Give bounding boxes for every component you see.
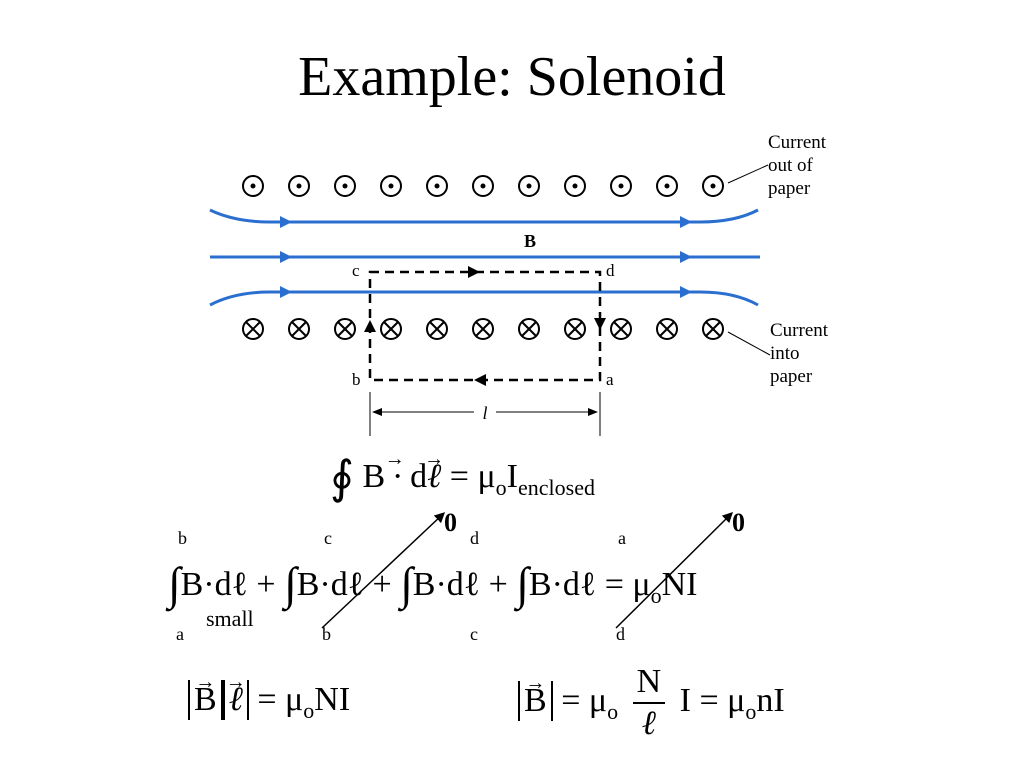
corner-label-c: c — [352, 261, 360, 280]
eq3-mu-subscript: o — [303, 698, 315, 723]
eq3-tail: NI — [314, 681, 351, 718]
integral-3-upper: d — [470, 528, 479, 548]
magnitude-equation: Bℓ = μoNI — [188, 680, 350, 723]
eq2-mu-subscript: o — [650, 583, 662, 608]
current-out-icon — [242, 175, 264, 197]
field-line-bottom — [209, 290, 759, 307]
eq4-mid: I = μ — [679, 681, 746, 719]
corner-label-d: d — [606, 261, 615, 280]
eq4-mu-subscript: o — [607, 698, 619, 724]
eq4-mu-subscript-2: o — [745, 698, 757, 724]
current-in-icon — [656, 318, 678, 340]
integral-4-body: B·dℓ — [528, 566, 597, 603]
segment-sum: ∫B·dℓ + ∫B·dℓ + ∫B·dℓ + ∫B·dℓ = μoNI — [168, 558, 698, 609]
integral-3-body: B·dℓ — [412, 566, 481, 603]
current-in-icon — [472, 318, 494, 340]
current-in-icon — [288, 318, 310, 340]
current-out-icon — [288, 175, 310, 197]
ampere-law-equation: ∮ B · dℓ = μoIenclosed — [330, 452, 595, 503]
integral-4-lower: d — [616, 624, 625, 644]
current-in-icon — [518, 318, 540, 340]
closed-integral-sign: ∮ — [330, 452, 354, 503]
abs-l: ℓ — [222, 680, 249, 720]
current-in-icon — [610, 318, 632, 340]
corner-label-b: b — [352, 370, 361, 389]
current-out-icon — [702, 175, 724, 197]
integral-sign: ∫ — [516, 558, 529, 609]
current-out-icon — [656, 175, 678, 197]
integral-2-body: B·dℓ — [296, 566, 364, 603]
current-out-icon — [380, 175, 402, 197]
current-in-icon — [564, 318, 586, 340]
current-in-icon — [426, 318, 448, 340]
label-current-out: Current out of paper — [768, 132, 831, 199]
zero-label-1: 0 — [444, 508, 457, 537]
current-in-icon — [702, 318, 724, 340]
current-out-icon — [518, 175, 540, 197]
integral-1-upper: b — [178, 528, 187, 548]
label-current-in: Current into paper — [770, 320, 833, 387]
current-out-row — [242, 175, 724, 197]
current-out-icon — [564, 175, 586, 197]
integral-sign: ∫ — [284, 558, 297, 609]
eq3-rhs: = μ — [257, 681, 304, 718]
zero-strike-arrow-1 — [321, 512, 446, 629]
current-in-icon — [380, 318, 402, 340]
length-label: l — [482, 403, 487, 423]
current-in-icon — [242, 318, 264, 340]
callout-line-out — [727, 164, 769, 184]
small-label: small — [206, 606, 254, 631]
current-out-icon — [334, 175, 356, 197]
vector-b: B · d — [362, 457, 427, 497]
eq2-rhs: = μ — [604, 566, 651, 603]
integral-1-lower: a — [176, 624, 184, 644]
slide-title: Example: Solenoid — [298, 46, 726, 108]
eq2-tail: NI — [661, 566, 698, 603]
corner-label-a: a — [606, 370, 614, 389]
zero-label-2: 0 — [732, 508, 745, 537]
plus-sign: + — [488, 566, 508, 603]
vector-dl: ℓ — [427, 457, 441, 497]
abs-b-result: B — [518, 680, 553, 721]
eq1-rhs: = μ — [449, 458, 496, 495]
abs-b: B — [188, 680, 223, 720]
field-line-top — [209, 208, 759, 224]
eq4-rhs: = μ — [561, 681, 608, 719]
length-label-gap — [474, 400, 496, 424]
current-in-icon — [334, 318, 356, 340]
eq1-enclosed-subscript: enclosed — [518, 475, 595, 500]
eq1-mu-subscript: o — [495, 475, 507, 500]
current-out-icon — [472, 175, 494, 197]
integral-sign: ∫ — [400, 558, 413, 609]
eq4-tail: nI — [756, 681, 785, 719]
callout-line-in — [727, 331, 771, 356]
zero-strike-arrow-2 — [615, 512, 733, 629]
current-in-row — [242, 318, 724, 340]
eq1-current: I — [506, 458, 518, 495]
plus-sign: + — [256, 566, 276, 603]
field-result-equation: B = μo Nℓ I = μonI — [518, 662, 785, 744]
integral-2-lower: b — [322, 624, 331, 644]
integral-sign: ∫ — [168, 558, 181, 609]
integral-3-lower: c — [470, 624, 478, 644]
field-label: B — [524, 231, 536, 251]
integral-4-upper: a — [618, 528, 626, 548]
integral-1-body: B·dℓ — [180, 566, 248, 603]
current-out-icon — [610, 175, 632, 197]
current-out-icon — [426, 175, 448, 197]
integral-2-upper: c — [324, 528, 332, 548]
plus-sign: + — [372, 566, 392, 603]
